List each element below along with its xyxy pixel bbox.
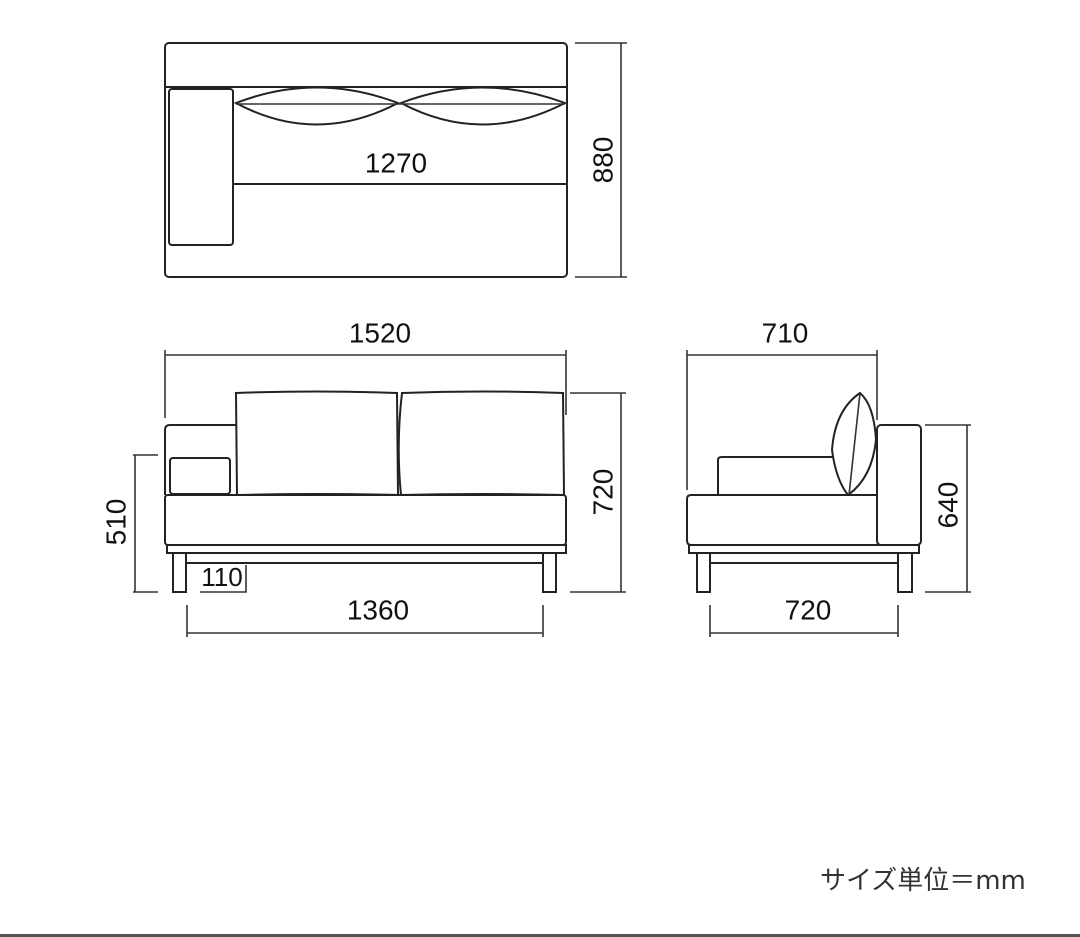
dim-720-height: 720	[587, 469, 618, 516]
front-base	[166, 544, 567, 554]
dim-510: 510	[100, 499, 131, 546]
top-pillow-right	[398, 86, 568, 126]
dim-640: 640	[932, 482, 963, 529]
dim-710: 710	[762, 317, 809, 348]
top-outline	[164, 42, 568, 278]
unit-note: サイズ単位＝mm	[820, 866, 1026, 896]
dim-110-bracket	[200, 565, 247, 593]
front-tray	[169, 457, 231, 495]
front-leg-left	[172, 552, 187, 593]
side-bolster	[717, 456, 833, 495]
side-leg-front	[696, 552, 711, 593]
side-pillow-seam	[848, 392, 861, 496]
side-seat	[686, 494, 877, 546]
bottom-divider	[0, 934, 1080, 937]
top-view: 1270 880	[164, 42, 627, 278]
front-view: 1520 510 110 1360 720	[100, 317, 626, 637]
dim-1360: 1360	[347, 594, 409, 625]
dim-880: 880	[587, 137, 618, 184]
dim-1270: 1270	[365, 147, 427, 178]
front-seat	[164, 494, 567, 546]
top-arm-tray	[168, 88, 234, 246]
dim-110: 110	[201, 562, 242, 592]
front-cushion-right	[397, 390, 566, 497]
side-view: 710 640 720	[686, 317, 971, 637]
side-leg-back	[897, 552, 913, 593]
side-base	[688, 544, 920, 554]
dim-720-leg-span: 720	[785, 594, 832, 625]
top-pillow-left	[233, 86, 401, 126]
front-cushion-left	[234, 390, 400, 497]
front-leg-right	[542, 552, 557, 593]
front-arm	[164, 424, 236, 495]
dim-1520: 1520	[349, 317, 411, 348]
side-arm	[876, 424, 922, 546]
